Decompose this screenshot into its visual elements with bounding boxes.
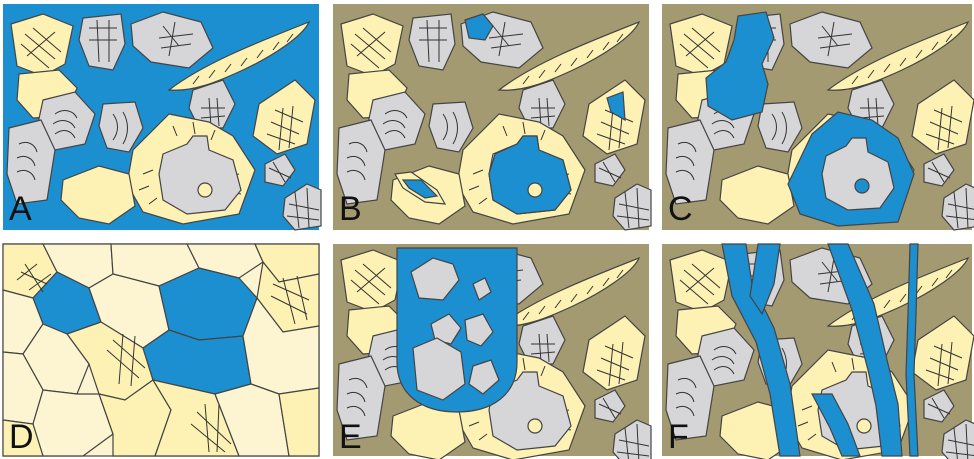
panel-label-b: B	[339, 190, 362, 228]
panel-a: A	[3, 4, 321, 230]
panel-f: F	[662, 244, 974, 459]
panel-label-e: E	[339, 418, 362, 456]
panel-b: B	[333, 4, 651, 230]
panel-c: C	[662, 4, 974, 230]
panel-label-a: A	[9, 190, 32, 228]
panel-d: D	[3, 244, 319, 456]
panel-e: E	[333, 244, 651, 459]
panel-label-f: F	[668, 418, 689, 456]
panel-label-c: C	[668, 190, 693, 228]
panel-label-d: D	[9, 418, 34, 456]
